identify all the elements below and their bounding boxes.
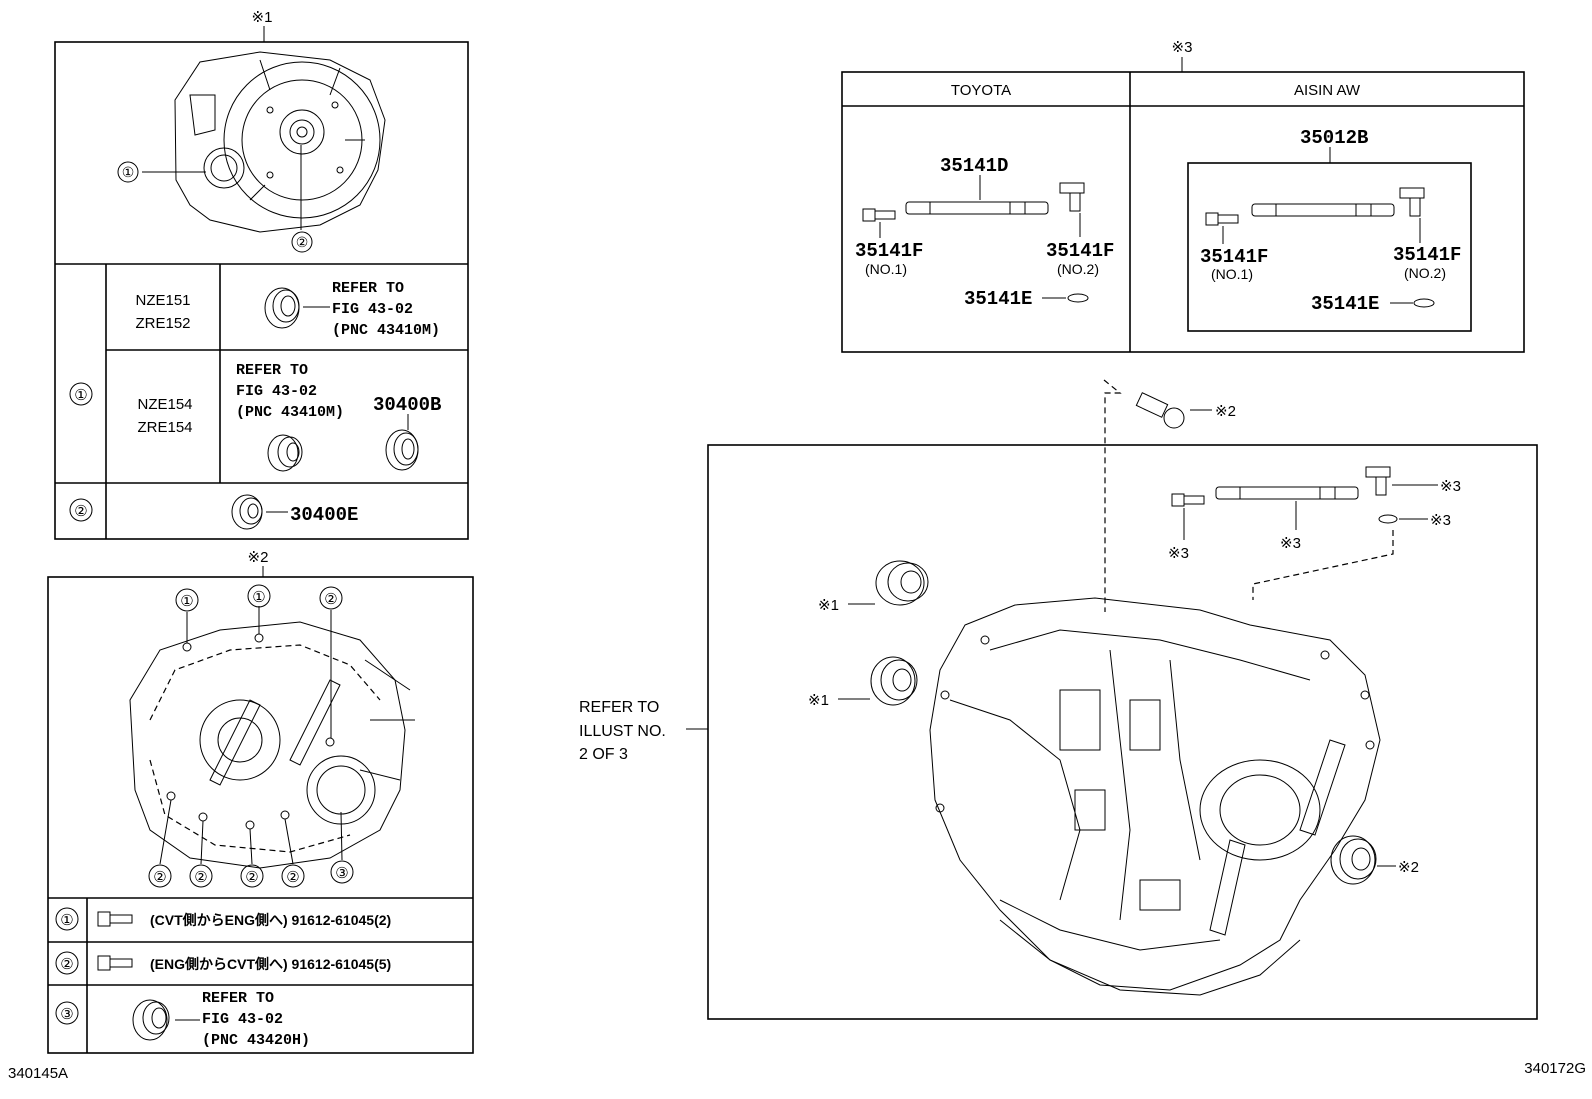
bolt-callout-1a: ① — [180, 593, 193, 610]
model-nze154: NZE154 — [137, 396, 192, 413]
main-assembly: ※2 ※3 ※3 ※3 ※3 ※1 ※1 — [579, 379, 1538, 1020]
selector-shaft-icon — [1251, 203, 1395, 217]
transaxle-case — [929, 597, 1381, 996]
part-35141f-no2-aisin: 35141F — [1393, 244, 1461, 266]
seal-mark-2: ※2 — [1398, 859, 1419, 876]
refer-3-line1: REFER TO — [202, 990, 274, 1007]
model-zre154: ZRE154 — [137, 419, 192, 436]
refer-main-line3: 2 OF 3 — [579, 746, 628, 763]
bolt-icon — [1135, 392, 1185, 429]
part-35141f-no2-toyota: 35141F — [1046, 240, 1114, 262]
label-no2-toyota: (NO.2) — [1057, 261, 1099, 277]
part-35141f-no1-toyota: 35141F — [855, 240, 923, 262]
o-ring-icon — [1378, 514, 1398, 524]
model-zre152: ZRE152 — [135, 315, 190, 332]
refer-3-line3: (PNC 43420H) — [202, 1032, 310, 1049]
part-35141e-aisin: 35141E — [1311, 293, 1379, 315]
row-label-2: ② — [74, 503, 87, 520]
box-1-mark: ※1 — [252, 9, 273, 26]
code-left: 340145A — [8, 1065, 68, 1082]
oring-mark-3: ※3 — [1430, 512, 1451, 529]
refer-1a-line3: (PNC 43410M) — [332, 322, 440, 339]
box-3-mark: ※3 — [1172, 39, 1193, 56]
seal-callout-3: ③ — [335, 865, 348, 882]
label-no2-aisin: (NO.2) — [1404, 265, 1446, 281]
header-toyota: TOYOTA — [951, 82, 1011, 99]
callout-1: ① — [122, 164, 135, 180]
bolt-callout-2d: ② — [245, 869, 258, 886]
refer-main-line1: REFER TO — [579, 699, 659, 716]
bolt-icon — [1205, 212, 1239, 226]
o-ring-icon — [1067, 293, 1089, 303]
box-2-mark: ※2 — [248, 549, 269, 566]
table-row-label-1: ① — [60, 912, 73, 929]
transaxle-housing-view — [129, 621, 415, 869]
oil-seal-icon — [385, 429, 419, 471]
transaxle-front-view — [174, 51, 386, 233]
part-35141d: 35141D — [940, 155, 1008, 177]
sensor-icon — [1059, 182, 1085, 212]
seal-mark-1b: ※1 — [808, 692, 829, 709]
bolt-icon — [97, 911, 133, 927]
table-row-label-3: ③ — [60, 1006, 73, 1023]
bolt-spec-2: (ENG側からCVT側へ) 91612-61045(5) — [150, 956, 391, 972]
selector-shaft-icon — [905, 201, 1049, 215]
box-1: ※1 ① ② ① ② — [54, 9, 469, 540]
selector-shaft-icon — [1215, 486, 1359, 500]
bolt-callout-2b: ② — [153, 869, 166, 886]
refer-1a-line1: REFER TO — [332, 280, 404, 297]
refer-1b-line1: REFER TO — [236, 362, 308, 379]
oil-seal-icon — [875, 560, 929, 606]
header-aisin: AISIN AW — [1294, 82, 1361, 99]
sensor-icon — [1399, 187, 1425, 217]
part-30400b: 30400B — [373, 394, 441, 416]
oil-seal-icon — [870, 656, 918, 706]
refer-1b-line2: FIG 43-02 — [236, 383, 317, 400]
code-right: 340172G — [1524, 1060, 1586, 1077]
seal-mark-1a: ※1 — [818, 597, 839, 614]
part-35012b: 35012B — [1300, 127, 1368, 149]
refer-1a-line2: FIG 43-02 — [332, 301, 413, 318]
callout-2: ② — [296, 234, 309, 250]
bolt-callout-1b: ① — [252, 589, 265, 606]
refer-1b-line3: (PNC 43410M) — [236, 404, 344, 421]
bolt-mark-3: ※3 — [1168, 545, 1189, 562]
part-35141e-toyota: 35141E — [964, 288, 1032, 310]
bolt-mark-2: ※2 — [1215, 403, 1236, 420]
box-3: ※3 TOYOTA AISIN AW 35141D 35141F (NO.1) … — [841, 39, 1525, 353]
o-ring-icon — [1413, 298, 1435, 308]
bolt-callout-2a: ② — [324, 591, 337, 608]
sensor-icon — [1365, 466, 1391, 496]
refer-3-line2: FIG 43-02 — [202, 1011, 283, 1028]
oil-seal-icon — [231, 494, 263, 530]
refer-main-line2: ILLUST NO. — [579, 723, 666, 740]
bolt-icon — [1171, 493, 1205, 507]
label-no1-toyota: (NO.1) — [865, 261, 907, 277]
part-30400e: 30400E — [290, 504, 358, 526]
label-no1-aisin: (NO.1) — [1211, 266, 1253, 282]
shaft-mark-3: ※3 — [1280, 535, 1301, 552]
bolt-callout-2c: ② — [194, 869, 207, 886]
model-nze151: NZE151 — [135, 292, 190, 309]
bolt-callout-2e: ② — [286, 869, 299, 886]
sensor-mark-3: ※3 — [1440, 478, 1461, 495]
bolt-spec-1: (CVT側からENG側へ) 91612-61045(2) — [150, 912, 391, 928]
oil-seal-icon — [132, 999, 170, 1041]
part-35141f-no1-aisin: 35141F — [1200, 246, 1268, 268]
oil-seal-icon — [264, 287, 300, 329]
row-label-1: ① — [74, 387, 87, 404]
oil-seal-icon — [1330, 835, 1377, 885]
oil-seal-icon — [267, 434, 303, 472]
table-row-label-2: ② — [60, 956, 73, 973]
bolt-icon — [862, 208, 896, 222]
bolt-icon — [97, 955, 133, 971]
box-2: ※2 — [47, 549, 474, 1054]
